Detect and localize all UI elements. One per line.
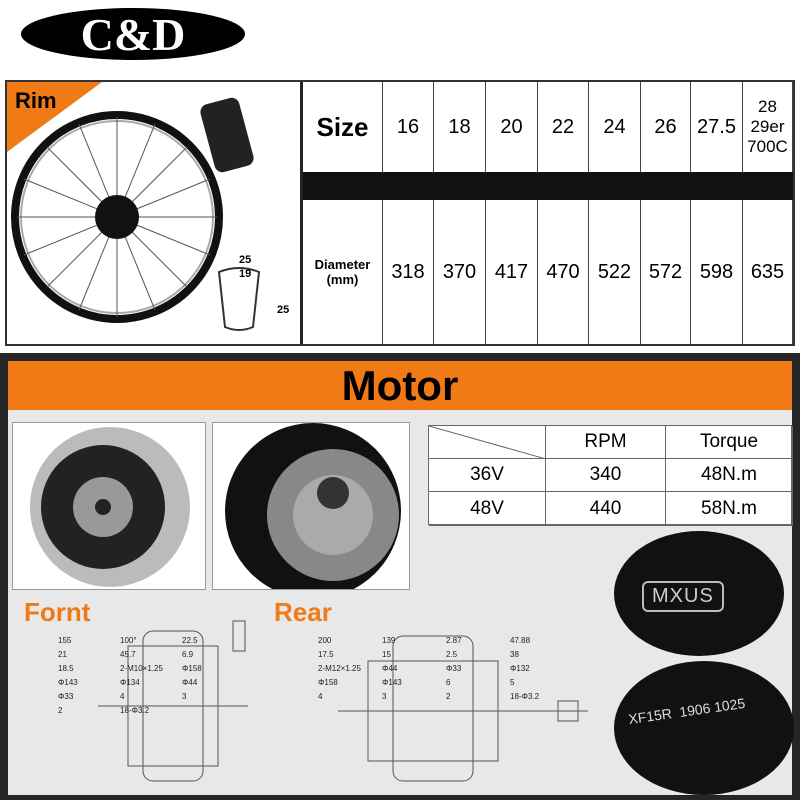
dimension-label: 2: [446, 692, 451, 701]
table-cell: 58N.m: [666, 492, 793, 526]
dimension-label: 18-Φ3.2: [510, 692, 540, 701]
rear-title: Rear: [274, 597, 332, 627]
dimension-label: 2-M12×1.25: [318, 664, 361, 673]
table-header: Torque: [666, 426, 793, 459]
table-cell: 48V: [429, 492, 546, 526]
diameter-value: 635: [743, 200, 793, 344]
rim-outer-width: 25: [239, 254, 252, 266]
dimension-label: 2.87: [446, 636, 462, 645]
dimension-label: 45.7: [120, 650, 136, 659]
diameter-value: 370: [434, 200, 486, 344]
diameter-value: 598: [691, 200, 743, 344]
diameter-header: Diameter (mm): [303, 200, 383, 344]
dimension-label: Φ158: [182, 664, 202, 673]
rim-image-panel: Rim 25 19 25: [7, 82, 303, 344]
rim-inner-width: 19: [239, 268, 252, 280]
dimension-label: Φ33: [58, 692, 74, 701]
dimension-label: 2: [58, 706, 63, 715]
table-cell: 440: [546, 492, 666, 526]
dimension-label: 155: [58, 636, 72, 645]
size-value: 26: [641, 82, 691, 172]
size-header: Size: [303, 82, 383, 172]
rear-motor-photo: [212, 422, 410, 590]
serial-number: XF15R 1906 1025: [627, 694, 747, 728]
dimension-label: Φ132: [510, 664, 530, 673]
dimension-label: 3: [182, 692, 187, 701]
rim-label: Rim: [15, 88, 57, 113]
dimension-label: Φ143: [382, 678, 402, 687]
size-value: 20: [486, 82, 538, 172]
dimension-label: 100°: [120, 636, 137, 645]
dimension-label: 2.5: [446, 650, 458, 659]
diameter-value: 417: [486, 200, 538, 344]
motor-title: Motor: [8, 361, 792, 410]
size-value: 22: [538, 82, 589, 172]
dimension-label: 5: [510, 678, 515, 687]
diameter-value: 522: [589, 200, 641, 344]
dimension-label: 17.5: [318, 650, 334, 659]
table-corner: [429, 425, 546, 459]
table-cell: 340: [546, 459, 666, 492]
brand-logo: C&D: [18, 6, 248, 62]
dimension-label: Φ134: [120, 678, 140, 687]
dimension-label: 22.5: [182, 636, 198, 645]
table-header: RPM: [546, 426, 666, 459]
front-title: Fornt: [24, 597, 91, 627]
size-value: 28 29er 700C: [743, 82, 793, 172]
dimension-label: Φ158: [318, 678, 338, 687]
size-value: 24: [589, 82, 641, 172]
dimension-label: 4: [318, 692, 323, 701]
dimension-label: 200: [318, 636, 332, 645]
dimension-label: 18.5: [58, 664, 74, 673]
dimension-label: Φ44: [182, 678, 198, 687]
svg-text:C&D: C&D: [81, 9, 186, 60]
table-cell: 48N.m: [666, 459, 793, 492]
dimension-label: 3: [382, 692, 387, 701]
dimension-label: 21: [58, 650, 67, 659]
dimension-label: 4: [120, 692, 125, 701]
size-value: 16: [383, 82, 434, 172]
dimension-label: 38: [510, 650, 519, 659]
table-cell: 36V: [429, 459, 546, 492]
mxus-badge-photo: MXUS: [614, 531, 784, 656]
serial-photo: XF15R 1906 1025: [614, 661, 794, 795]
dimension-label: 18-Φ3.2: [120, 706, 150, 715]
dimension-label: 47.88: [510, 636, 531, 645]
dimension-label: Φ44: [382, 664, 398, 673]
dimension-label: Φ33: [446, 664, 462, 673]
diameter-value: 572: [641, 200, 691, 344]
diameter-value: 470: [538, 200, 589, 344]
table-divider-band: [303, 172, 793, 200]
front-motor-photo: [12, 422, 206, 590]
size-value: 18: [434, 82, 486, 172]
dimension-label: 15: [382, 650, 391, 659]
dimension-label: 6: [446, 678, 451, 687]
size-value: 27.5: [691, 82, 743, 172]
rim-height: 25: [277, 304, 290, 316]
dimension-label: Φ143: [58, 678, 78, 687]
diameter-value: 318: [383, 200, 434, 344]
dimension-label: 2-M10×1.25: [120, 664, 163, 673]
mxus-logo: MXUS: [642, 581, 724, 612]
dimension-label: 139: [382, 636, 396, 645]
dimension-label: 6.9: [182, 650, 194, 659]
